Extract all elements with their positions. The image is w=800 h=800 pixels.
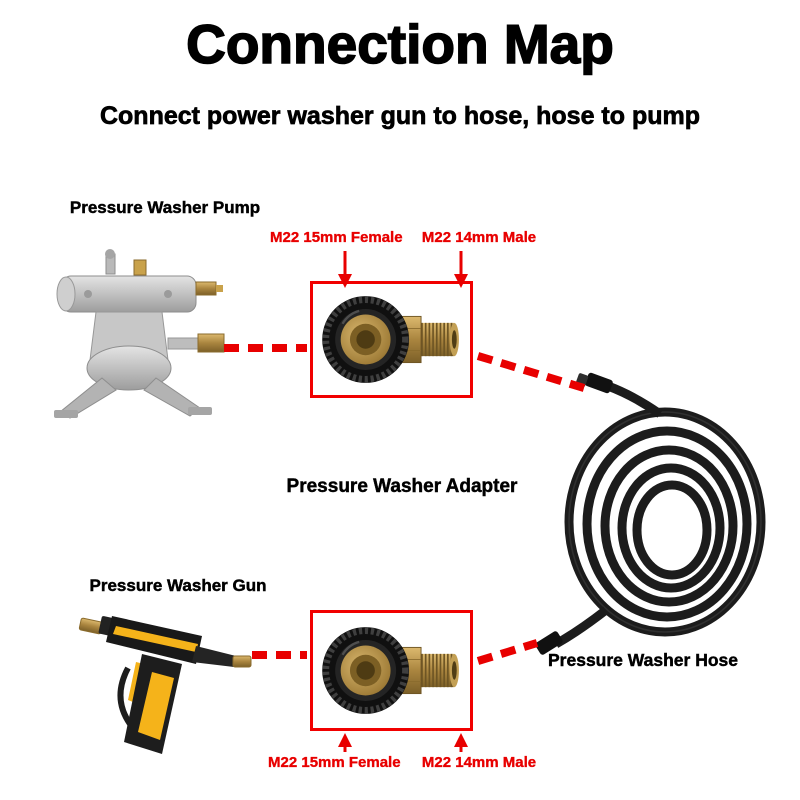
callout-bottom-male: M22 14mm Male bbox=[421, 754, 537, 771]
callout-top-female: M22 15mm Female bbox=[270, 229, 403, 246]
adapter-label: Pressure Washer Adapter bbox=[286, 476, 518, 497]
adapter-box-bottom bbox=[310, 610, 473, 731]
hose-top-lead bbox=[606, 381, 663, 418]
hose-bottom-lead bbox=[553, 606, 609, 648]
pump-head bbox=[61, 275, 197, 313]
adapter-bottom-illustration bbox=[315, 616, 468, 725]
gun-illustration bbox=[78, 616, 252, 754]
hose-label: Pressure Washer Hose bbox=[548, 650, 738, 670]
pump-outlet bbox=[197, 333, 225, 353]
subtitle: Connect power washer gun to hose, hose t… bbox=[99, 102, 701, 131]
adapter-top-illustration bbox=[315, 285, 468, 394]
callout-top-male: M22 14mm Male bbox=[421, 229, 537, 246]
pump-illustration bbox=[54, 249, 225, 419]
callout-bottom-female: M22 15mm Female bbox=[268, 754, 401, 771]
page-title: Connection Map bbox=[185, 12, 614, 76]
hose-top-fitting bbox=[585, 372, 613, 394]
gun-nozzle bbox=[192, 646, 236, 667]
hose-bottom-fitting bbox=[535, 631, 563, 655]
trigger-guard bbox=[117, 666, 133, 726]
gun-label: Pressure Washer Gun bbox=[89, 576, 267, 595]
hose-illustration bbox=[535, 372, 766, 655]
pump-leg-right bbox=[143, 377, 201, 417]
adapter-box-top bbox=[310, 281, 473, 398]
pump-label: Pressure Washer Pump bbox=[69, 198, 261, 217]
